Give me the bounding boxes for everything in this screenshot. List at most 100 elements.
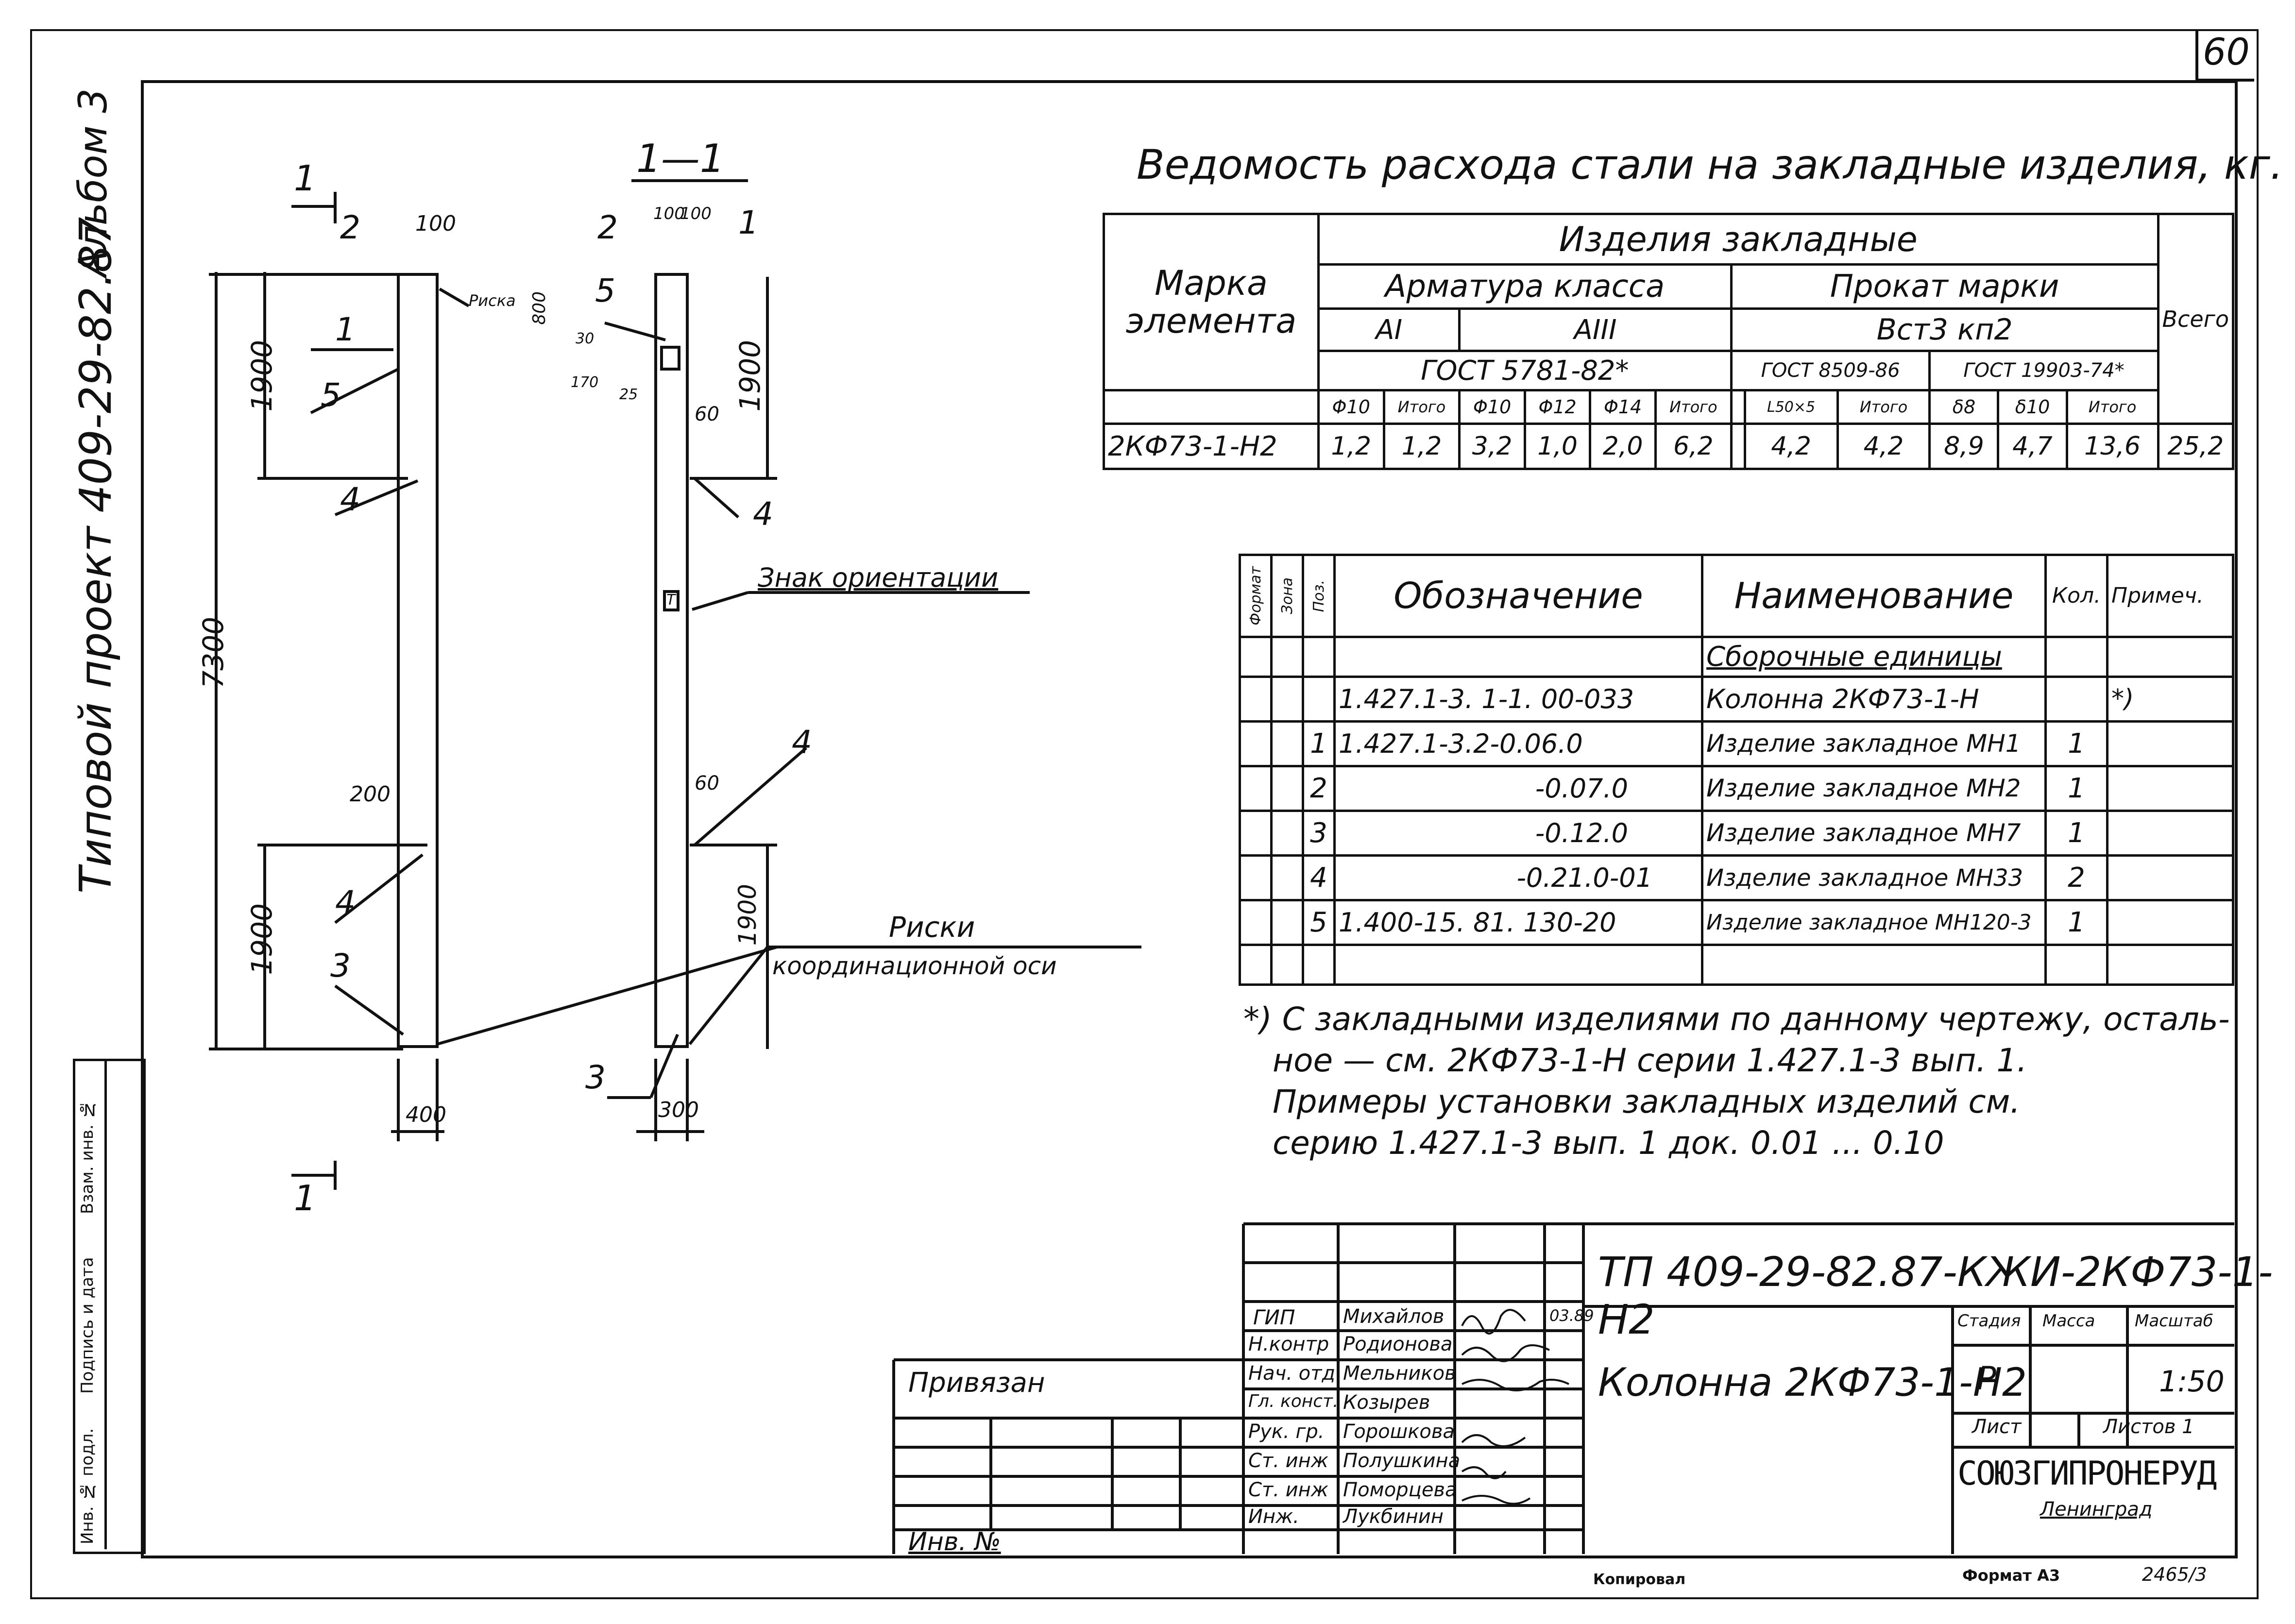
sheet-label: Лист bbox=[1972, 1416, 2022, 1438]
subcol: δ10 bbox=[1997, 389, 2068, 425]
subcol: Итого bbox=[1654, 389, 1733, 425]
spec-name: Колонна 2КФ73-1-Н bbox=[1701, 675, 2047, 723]
dim-right-100b: 100 bbox=[680, 204, 712, 223]
person-3: Мельников bbox=[1343, 1362, 1456, 1385]
risk-label: Риска bbox=[469, 291, 516, 310]
doc-name: Колонна 2КФ73-1-Н2 bbox=[1598, 1360, 2027, 1405]
steel-table: Марка элемента Изделия закладные Всего А… bbox=[1103, 212, 2235, 470]
spec-header-zone: Зона bbox=[1270, 554, 1304, 638]
row-value: 6,2 bbox=[1654, 423, 1733, 470]
spec-table: Формат Зона Поз. Обозначение Наименовани… bbox=[1239, 554, 2234, 986]
dim-right-300: 300 bbox=[658, 1098, 699, 1122]
note-line-4: серию 1.427.1-3 вып. 1 док. 0.01 ... 0.1… bbox=[1273, 1124, 1944, 1162]
spec-qty: 2 bbox=[2044, 854, 2108, 902]
spec-name: Изделие закладное МН2 bbox=[1701, 764, 2047, 812]
spec-pos: 4 bbox=[1302, 854, 1336, 902]
spec-designation: -0.12.0 bbox=[1333, 809, 1703, 857]
section-title: 1—1 bbox=[636, 136, 725, 181]
row-value bbox=[1730, 423, 1746, 470]
subcol: Φ10 bbox=[1458, 389, 1526, 425]
gost2-header: ГОСТ 8509-86 bbox=[1730, 350, 1931, 392]
spec-note: *) bbox=[2106, 675, 2234, 723]
subcol: Итого bbox=[1382, 389, 1461, 425]
mass-label: Масса bbox=[2042, 1311, 2095, 1331]
callout-right-4-top: 4 bbox=[753, 495, 773, 533]
person-2: Родионова bbox=[1343, 1333, 1453, 1355]
dim-right-170: 170 bbox=[571, 374, 599, 391]
spec-section-title: Сборочные единицы bbox=[1701, 635, 2047, 678]
total-header: Всего bbox=[2157, 212, 2235, 425]
person-5: Горошкова bbox=[1343, 1421, 1455, 1443]
subcol: Итого bbox=[2065, 389, 2159, 425]
row-value: 2,0 bbox=[1589, 423, 1657, 470]
stage-label: Стадия bbox=[1957, 1311, 2021, 1331]
callout-left-1: 1 bbox=[335, 311, 356, 348]
table-row: 3 -0.12.0 Изделие закладное МН7 1 bbox=[1239, 809, 2234, 857]
person-4: Козырев bbox=[1343, 1391, 1430, 1414]
col-mark-header: Марка элемента bbox=[1103, 212, 1320, 392]
inv-label: Инв. № bbox=[908, 1527, 1001, 1556]
row-value: 1,2 bbox=[1382, 423, 1461, 470]
row-mark: 2КФ73-1-Н2 bbox=[1103, 423, 1320, 470]
note-line-3: Примеры установки закладных изделий см. bbox=[1273, 1083, 2021, 1120]
role-5: Рук. гр. bbox=[1248, 1421, 1325, 1443]
spec-header-note: Примеч. bbox=[2106, 554, 2234, 638]
org-city: Ленинград bbox=[2040, 1498, 2153, 1521]
callout-left-3: 3 bbox=[330, 947, 351, 984]
callout-right-5: 5 bbox=[595, 272, 615, 309]
spec-qty: 1 bbox=[2044, 809, 2108, 857]
row-value: 3,2 bbox=[1458, 423, 1526, 470]
rolled-header: Прокат марки bbox=[1730, 263, 2159, 310]
sheet-number: 60 bbox=[2203, 30, 2250, 73]
dim-right-100a: 100 bbox=[653, 204, 685, 223]
spec-designation: -0.07.0 bbox=[1333, 764, 1703, 812]
person-8: Лукбинин bbox=[1343, 1506, 1444, 1528]
sheets-label: Листов 1 bbox=[2103, 1416, 2194, 1438]
orientation-label: Знак ориентации bbox=[758, 562, 999, 593]
blank-cell bbox=[1103, 389, 1320, 425]
subcol: Φ14 bbox=[1589, 389, 1657, 425]
role-7: Ст. инж bbox=[1248, 1479, 1328, 1501]
scale-value: 1:50 bbox=[2159, 1365, 2225, 1399]
note-line-1: *) С закладными изделиями по данному чер… bbox=[1243, 1000, 2230, 1038]
dim-right-30: 30 bbox=[576, 330, 595, 347]
steel-table-title: Ведомость расхода стали на закладные изд… bbox=[1137, 141, 2283, 188]
person-7: Поморцева bbox=[1343, 1479, 1457, 1501]
table-row: 1 1.427.1-3.2-0.06.0 Изделие закладное М… bbox=[1239, 720, 2234, 767]
spec-pos: 3 bbox=[1302, 809, 1336, 857]
callout-right-2: 2 bbox=[597, 209, 618, 246]
role-2: Н.контр bbox=[1248, 1333, 1329, 1355]
spec-qty: 1 bbox=[2044, 899, 2108, 947]
outer-border bbox=[30, 29, 2259, 1599]
stage-value: Р bbox=[1977, 1360, 1996, 1397]
side-stamp-divider bbox=[104, 1059, 107, 1549]
dim-right-25: 25 bbox=[619, 386, 638, 403]
row-value: 4,7 bbox=[1997, 423, 2068, 470]
row-value: 4,2 bbox=[1836, 423, 1931, 470]
spec-qty: 1 bbox=[2044, 720, 2108, 767]
section-mark-bottom: 1 bbox=[294, 1178, 316, 1218]
spec-designation: 1.400-15. 81. 130-20 bbox=[1333, 899, 1703, 947]
callout-right-3: 3 bbox=[585, 1059, 606, 1096]
side-stamp bbox=[73, 1059, 146, 1554]
callout-left-5: 5 bbox=[321, 376, 341, 414]
spec-name: Изделие закладное МН7 bbox=[1701, 809, 2047, 857]
spec-header-format: Формат bbox=[1239, 554, 1273, 638]
dim-right-60-bottom: 60 bbox=[695, 772, 719, 795]
spec-pos: 5 bbox=[1302, 899, 1336, 947]
callout-right-1: 1 bbox=[738, 204, 759, 241]
spec-header-name: Наименование bbox=[1701, 554, 2047, 638]
order-number: 2465/3 bbox=[2142, 1564, 2207, 1585]
column-elevation bbox=[397, 273, 439, 1048]
spec-name: Изделие закладное МН1 bbox=[1701, 720, 2047, 767]
row-value: 1,2 bbox=[1317, 423, 1385, 470]
subcol: δ8 bbox=[1928, 389, 2000, 425]
spec-qty: 1 bbox=[2044, 764, 2108, 812]
doc-code: ТП 409-29-82.87-КЖИ-2КФ73-1-Н2 bbox=[1598, 1248, 2273, 1343]
row-value: 1,0 bbox=[1523, 423, 1592, 470]
risks-label-1: Риски bbox=[889, 911, 975, 944]
subcol bbox=[1730, 389, 1746, 425]
callout-left-2: 2 bbox=[340, 209, 360, 246]
